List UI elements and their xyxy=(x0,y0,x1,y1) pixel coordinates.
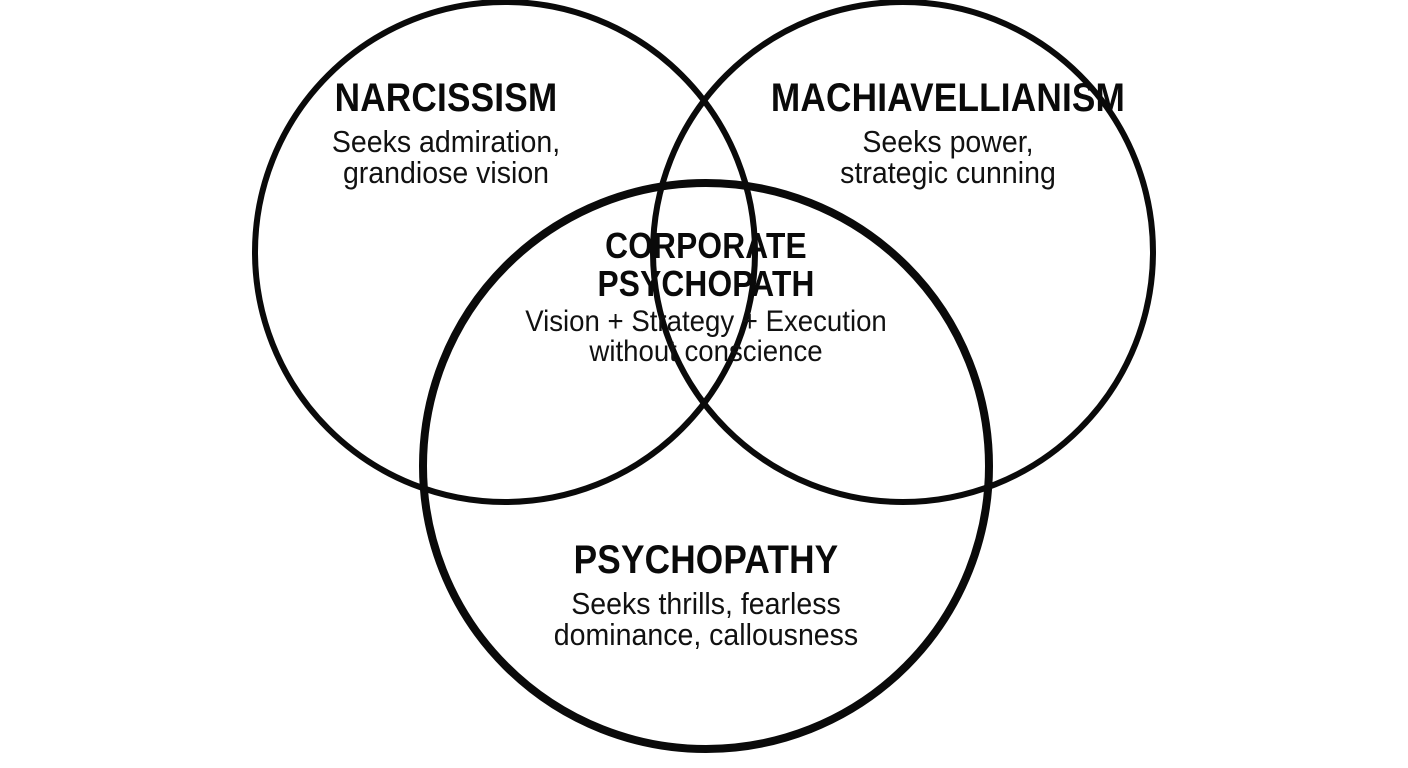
set-label-narcissism: NARCISSISM Seeks admiration, grandiose v… xyxy=(236,78,656,188)
intersection-heading-line1: CORPORATE xyxy=(605,225,807,266)
set-description-narcissism-line2: grandiose vision xyxy=(342,155,550,190)
set-description-psychopathy-line1: Seeks thrills, fearless xyxy=(571,586,841,621)
intersection-description-line1: Vision + Strategy + Execution xyxy=(525,305,887,338)
circle-machiavellianism xyxy=(650,0,1156,505)
set-description-machiavellianism-line1: Seeks power, xyxy=(862,124,1034,159)
set-label-machiavellianism: MACHIAVELLIANISM Seeks power, strategic … xyxy=(724,78,1172,188)
set-description-narcissism-line1: Seeks admiration, xyxy=(331,124,561,159)
set-heading-machiavellianism: MACHIAVELLIANISM xyxy=(770,76,1126,120)
set-description-machiavellianism-line2: strategic cunning xyxy=(840,155,1056,190)
set-label-corporate-psychopath: CORPORATE PSYCHOPATH Vision + Strategy +… xyxy=(496,228,916,367)
intersection-heading-line2: PSYCHOPATH xyxy=(597,263,815,304)
set-heading-psychopathy: PSYCHOPATHY xyxy=(573,538,839,582)
set-heading-narcissism: NARCISSISM xyxy=(334,76,558,120)
set-label-psychopathy: PSYCHOPATHY Seeks thrills, fearless domi… xyxy=(496,540,916,650)
circle-psychopathy xyxy=(419,179,993,753)
set-description-psychopathy-line2: dominance, callousness xyxy=(553,617,859,652)
circle-narcissism xyxy=(252,0,758,505)
intersection-description-line2: without conscience xyxy=(589,335,823,368)
